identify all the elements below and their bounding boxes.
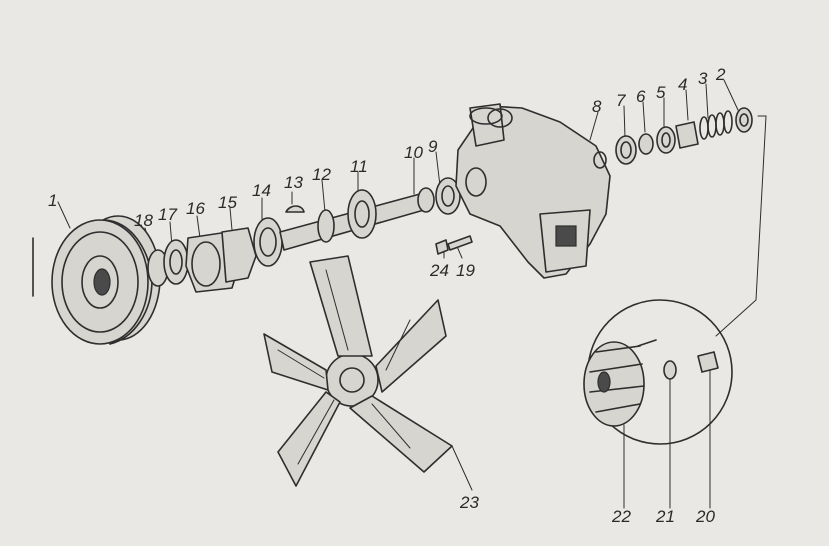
- key-13: [285, 205, 305, 213]
- label-7: 7: [616, 91, 626, 110]
- fan-23: [263, 255, 453, 487]
- label-5: 5: [656, 83, 666, 102]
- bolt-19: [447, 235, 473, 251]
- label-12: 12: [312, 165, 331, 184]
- label-20: 20: [696, 507, 715, 526]
- bearing-14: [253, 217, 283, 267]
- label-4: 4: [678, 75, 688, 94]
- label-8: 8: [592, 97, 602, 116]
- label-19: 19: [456, 261, 475, 280]
- label-21: 21: [656, 507, 675, 526]
- label-1: 1: [48, 191, 58, 210]
- sleeve-10: [417, 187, 435, 213]
- label-6: 6: [636, 87, 646, 106]
- label-13: 13: [284, 173, 303, 192]
- label-18: 18: [134, 211, 153, 230]
- pulley: [51, 215, 161, 345]
- bolt-24: [435, 239, 449, 255]
- nut-20: [697, 351, 719, 373]
- label-2: 2: [716, 65, 726, 84]
- ring-5: [656, 126, 676, 154]
- label-10: 10: [404, 143, 423, 162]
- ring-7: [615, 135, 637, 165]
- cap-15: [221, 227, 257, 283]
- leader-lines: [57, 79, 739, 509]
- label-9: 9: [428, 137, 438, 156]
- ring-9: [435, 177, 461, 215]
- label-24: 24: [430, 261, 449, 280]
- detail-pointer: [715, 115, 767, 337]
- ring-6: [638, 133, 654, 155]
- label-14: 14: [252, 181, 271, 200]
- label-16: 16: [186, 199, 205, 218]
- label-3: 3: [698, 69, 708, 88]
- label-15: 15: [218, 193, 237, 212]
- spring-3: [699, 110, 733, 140]
- label-17: 17: [158, 205, 177, 224]
- label-22: 22: [612, 507, 631, 526]
- bearing-11: [347, 189, 377, 239]
- pump-housing: [455, 103, 611, 279]
- washer-21: [663, 360, 677, 380]
- impeller-22: [583, 339, 657, 427]
- label-11: 11: [350, 157, 368, 176]
- ring-17: [163, 239, 189, 285]
- ring-2: [735, 107, 753, 133]
- sleeve-4: [675, 121, 699, 149]
- label-23: 23: [460, 493, 479, 512]
